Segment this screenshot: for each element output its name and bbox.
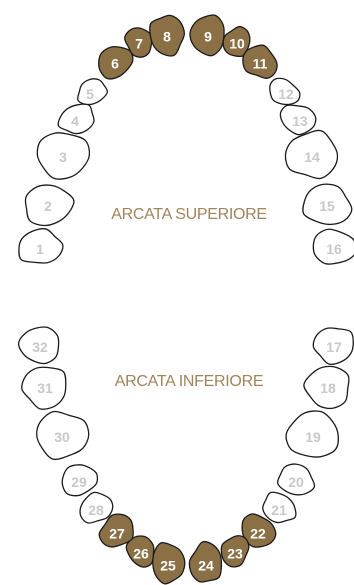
tooth-22-number: 22 [250, 525, 266, 541]
tooth-32[interactable]: 32 [17, 325, 60, 365]
tooth-14[interactable]: 14 [284, 129, 339, 180]
tooth-24-number: 24 [198, 557, 214, 573]
tooth-15-shape[interactable] [301, 180, 354, 228]
tooth-26[interactable]: 26 [123, 532, 160, 572]
tooth-1-number: 1 [36, 241, 44, 257]
tooth-7[interactable]: 7 [122, 23, 159, 61]
tooth-18-number: 18 [320, 380, 336, 396]
tooth-11-shape[interactable] [237, 39, 285, 85]
tooth-9-shape[interactable] [188, 13, 225, 57]
upper-arch-label: ARCATA SUPERIORE [111, 206, 267, 223]
tooth-30-number: 30 [54, 429, 70, 445]
tooth-2-number: 2 [44, 198, 52, 214]
tooth-29-shape[interactable] [57, 459, 101, 500]
tooth-16-number: 16 [326, 241, 342, 257]
tooth-6-shape[interactable] [92, 38, 139, 83]
tooth-27-shape[interactable] [93, 508, 141, 555]
tooth-15-number: 15 [319, 198, 335, 214]
tooth-25-number: 25 [160, 557, 176, 573]
tooth-11-number: 11 [253, 55, 268, 71]
tooth-7-number: 7 [135, 35, 143, 51]
tooth-25-shape[interactable] [151, 541, 186, 585]
tooth-19[interactable]: 19 [285, 410, 339, 458]
tooth-20[interactable]: 20 [275, 460, 320, 501]
tooth-7-shape[interactable] [122, 23, 159, 61]
tooth-23[interactable]: 23 [215, 530, 252, 570]
tooth-32-number: 32 [32, 339, 48, 355]
tooth-17-shape[interactable] [312, 326, 354, 366]
tooth-4-number: 4 [71, 113, 79, 129]
tooth-27-number: 27 [109, 525, 125, 541]
tooth-6[interactable]: 6 [92, 38, 139, 83]
tooth-30-shape[interactable] [36, 410, 90, 461]
tooth-29-number: 29 [71, 474, 87, 490]
tooth-17[interactable]: 17 [312, 326, 354, 366]
tooth-31[interactable]: 31 [20, 365, 68, 411]
tooth-23-number: 23 [227, 545, 243, 561]
tooth-19-number: 19 [305, 429, 321, 445]
tooth-3[interactable]: 3 [36, 132, 91, 180]
tooth-22-shape[interactable] [234, 508, 281, 554]
tooth-9-number: 9 [204, 28, 212, 44]
tooth-12[interactable]: 12 [264, 74, 304, 111]
tooth-3-number: 3 [59, 149, 67, 165]
tooth-24-shape[interactable] [188, 540, 224, 583]
tooth-2-shape[interactable] [23, 180, 78, 228]
tooth-26-number: 26 [133, 545, 149, 561]
tooth-13[interactable]: 13 [276, 100, 320, 139]
tooth-1-shape[interactable] [17, 227, 64, 265]
lower-arch-label: ARCATA INFERIORE [114, 373, 264, 390]
tooth-12-number: 12 [278, 86, 294, 102]
tooth-8-shape[interactable] [149, 14, 187, 57]
tooth-9[interactable]: 9 [188, 13, 225, 57]
tooth-1[interactable]: 1 [17, 227, 64, 265]
tooth-10-number: 10 [229, 35, 245, 51]
tooth-28-number: 28 [88, 502, 104, 518]
tooth-19-shape[interactable] [285, 410, 339, 458]
tooth-26-shape[interactable] [123, 532, 160, 572]
tooth-18-shape[interactable] [302, 364, 350, 410]
tooth-32-shape[interactable] [17, 325, 60, 365]
tooth-21-shape[interactable] [258, 488, 302, 529]
tooth-28[interactable]: 28 [74, 487, 118, 529]
tooth-16[interactable]: 16 [312, 228, 354, 267]
tooth-28-shape[interactable] [74, 487, 118, 529]
tooth-21-number: 21 [271, 502, 287, 518]
tooth-13-shape[interactable] [276, 100, 320, 139]
tooth-3-shape[interactable] [36, 132, 91, 180]
tooth-5-number: 5 [86, 86, 94, 102]
tooth-5-shape[interactable] [72, 74, 110, 110]
tooth-5[interactable]: 5 [72, 74, 110, 110]
tooth-10-shape[interactable] [219, 22, 255, 60]
tooth-21[interactable]: 21 [258, 488, 302, 529]
tooth-29[interactable]: 29 [57, 459, 101, 500]
tooth-8[interactable]: 8 [149, 14, 187, 57]
tooth-30[interactable]: 30 [36, 410, 90, 461]
tooth-31-number: 31 [37, 380, 53, 396]
tooth-2[interactable]: 2 [23, 180, 78, 228]
tooth-23-shape[interactable] [215, 530, 252, 570]
tooth-25[interactable]: 25 [151, 541, 186, 585]
tooth-10[interactable]: 10 [219, 22, 255, 60]
tooth-27[interactable]: 27 [93, 508, 141, 555]
tooth-4[interactable]: 4 [54, 100, 98, 139]
tooth-14-shape[interactable] [284, 129, 339, 180]
tooth-14-number: 14 [304, 149, 320, 165]
tooth-4-shape[interactable] [54, 100, 98, 139]
tooth-31-shape[interactable] [20, 365, 68, 411]
tooth-8-number: 8 [163, 28, 171, 44]
tooth-20-number: 20 [288, 474, 304, 490]
tooth-24[interactable]: 24 [188, 540, 224, 583]
tooth-12-shape[interactable] [264, 74, 304, 111]
tooth-17-number: 17 [326, 339, 342, 355]
tooth-20-shape[interactable] [275, 460, 320, 501]
tooth-18[interactable]: 18 [302, 364, 350, 410]
tooth-16-shape[interactable] [312, 228, 354, 267]
tooth-11[interactable]: 11 [237, 39, 285, 85]
tooth-13-number: 13 [292, 113, 308, 129]
tooth-15[interactable]: 15 [301, 180, 354, 228]
tooth-22[interactable]: 22 [234, 508, 281, 554]
tooth-6-number: 6 [111, 55, 119, 71]
